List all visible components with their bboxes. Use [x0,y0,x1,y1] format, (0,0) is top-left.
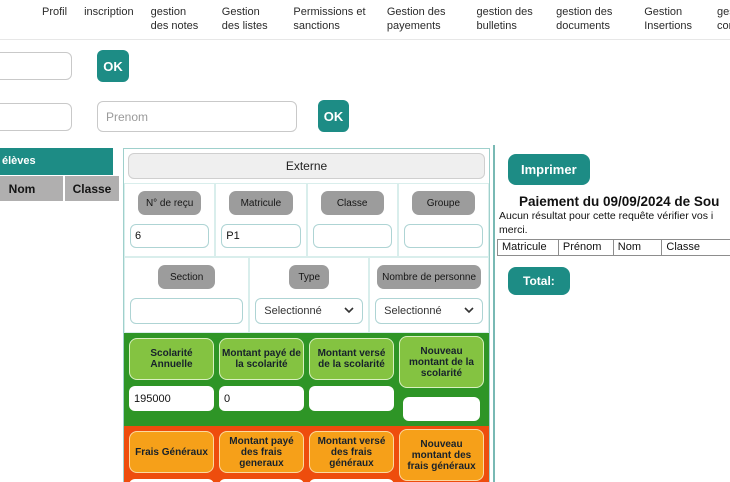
nav-permissions-sanctions[interactable]: Permissions et sanctions [293,6,366,32]
results-col-matricule: Matricule [497,238,559,256]
label-montant-paye-scolarite: Montant payé de la scolarité [219,338,304,380]
label-section: Section [158,265,216,289]
results-panel: Imprimer Paiement du 09/09/2024 de Sou A… [493,145,730,482]
students-col-nom: Nom [0,175,64,202]
matricule-input[interactable] [221,224,301,248]
label-groupe: Groupe [411,191,475,215]
scolarite-annuelle-input[interactable] [129,386,214,411]
label-nouveau-montant-scolarite: Nouveau montant de la scolarité [399,336,484,388]
results-table: Matricule Prénom Nom Classe [497,238,730,256]
no-result-message-line2: merci. [499,223,528,236]
label-matricule: Matricule [229,191,293,215]
nav-gestion-insertions[interactable]: Gestion Insertions [644,6,692,32]
nav-gestion-bulletins[interactable]: gestion des bulletins [476,6,533,32]
nav-gestion-notes[interactable]: gestion des notes [150,6,199,32]
nav-profil[interactable]: Profil [42,6,68,18]
nav-gestion-documents[interactable]: gestion des documents [556,6,613,32]
montant-paye-scolarite-input[interactable] [219,386,304,411]
label-montant-verse-frais: Montant versé des frais généraux [309,431,394,473]
groupe-input[interactable] [403,224,483,248]
chevron-down-icon [344,305,354,318]
search-input-2[interactable] [0,103,72,131]
results-col-classe: Classe [661,238,730,256]
nombre-personne-select[interactable]: Selectionné [375,298,484,324]
nav-inscription[interactable]: inscription [84,6,134,18]
externe-header[interactable]: Externe [128,153,485,179]
frais-generaux-input[interactable] [129,479,214,482]
montant-verse-frais-input[interactable] [309,479,394,482]
label-scolarite-annuelle: Scolarité Annuelle [129,338,214,380]
nombre-personne-select-value: Selectionné [384,305,442,317]
form-row-identity: N° de reçu Matricule Classe Groupe [124,183,489,257]
montant-verse-scolarite-input[interactable] [309,386,394,411]
frais-band: Frais Généraux Montant payé des frais ge… [124,426,489,482]
label-nombre-personne: Nombre de personne [377,265,482,289]
type-select-value: Selectionné [264,305,322,317]
results-col-prenom: Prénom [557,238,614,256]
students-col-classe: Classe [64,175,120,202]
num-recu-input[interactable] [130,224,210,248]
no-result-message-line1: Aucun résultat pour cette requête vérifi… [499,210,714,222]
search-input-1[interactable] [0,52,72,80]
chevron-down-icon [464,305,474,318]
students-table-title: élèves [0,148,113,175]
nav-gestion-comptes[interactable]: gestion compt [716,6,730,32]
scolarite-band: Scolarité Annuelle Montant payé de la sc… [124,333,489,426]
montant-paye-frais-input[interactable] [219,479,304,482]
results-col-nom: Nom [612,238,663,256]
label-montant-paye-frais: Montant payé des frais generaux [219,431,304,473]
label-frais-generaux: Frais Généraux [129,431,214,473]
imprimer-button[interactable]: Imprimer [508,154,590,185]
label-num-recu: N° de reçu [138,191,202,215]
nav-gestion-listes[interactable]: Gestion des listes [221,6,268,32]
label-nouveau-montant-frais: Nouveau montant des frais généraux [399,429,484,481]
students-table: élèves Nom Classe [0,148,120,202]
label-montant-verse-scolarite: Montant versé de la scolarité [309,338,394,380]
label-classe: Classe [320,191,384,215]
total-badge: Total: [508,266,570,295]
search-ok-button-1[interactable]: OK [97,50,129,82]
nouveau-montant-scolarite-input[interactable] [403,397,480,421]
top-nav: Profil inscription gestion des notes Ges… [0,0,730,40]
nav-gestion-payements[interactable]: Gestion des payements [386,6,446,32]
label-type: Type [289,265,330,289]
form-row-section-type: Section Type Selectionné Nombre de perso… [124,257,490,333]
search-ok-button-2[interactable]: OK [318,100,349,132]
type-select[interactable]: Selectionné [255,298,364,324]
payment-form-panel: Externe N° de reçu Matricule Classe Grou… [123,148,490,482]
classe-input[interactable] [312,224,392,248]
section-input[interactable] [130,298,244,324]
payment-title: Paiement du 09/09/2024 de Sou [519,194,720,209]
prenom-input[interactable] [97,101,297,132]
